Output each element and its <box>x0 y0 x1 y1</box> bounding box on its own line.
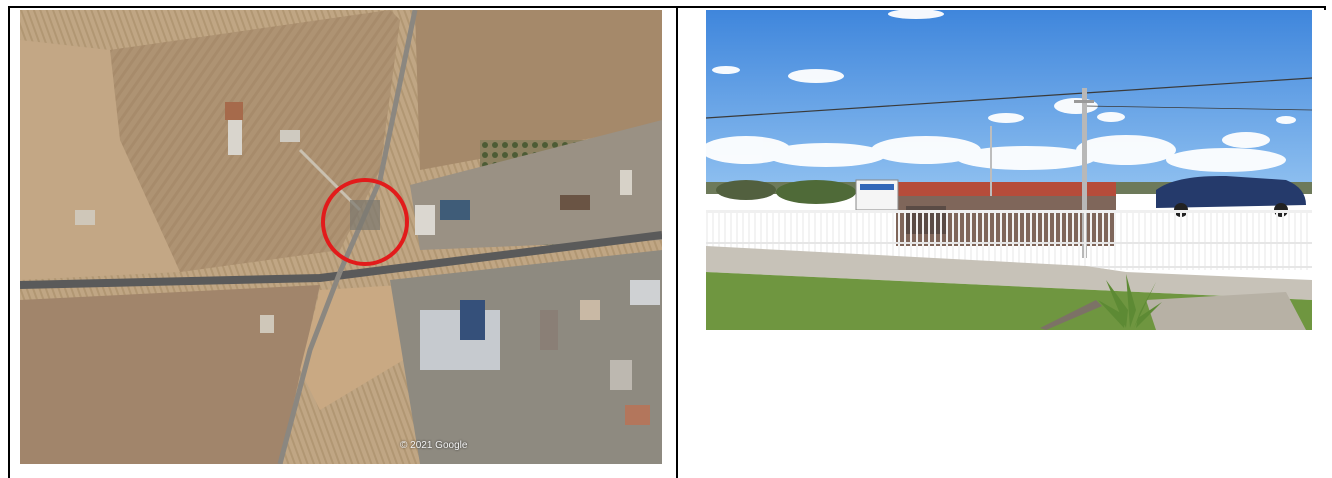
clouds <box>706 10 1296 172</box>
map-copyright: © 2021 Google <box>400 440 468 451</box>
secondary-road-north <box>337 10 418 273</box>
table-border-middle <box>676 6 678 478</box>
concrete-wall <box>706 246 1312 300</box>
power-line <box>706 77 1312 119</box>
table-border-top <box>8 6 1326 8</box>
field-northeast <box>415 10 662 170</box>
street-view-svg <box>706 10 1312 330</box>
highlight-circle <box>321 178 409 266</box>
aerial-map-image: © 2021 Google <box>20 10 662 464</box>
main-road <box>20 231 662 289</box>
utility-pole <box>1082 88 1087 258</box>
agave-plant <box>1098 274 1162 328</box>
street-view-image <box>706 10 1312 330</box>
industrial-area-east <box>410 120 662 250</box>
field-southwest <box>20 285 320 464</box>
field-west <box>20 40 180 280</box>
table-border-left <box>8 6 10 478</box>
field-south <box>300 285 420 410</box>
table-border-right <box>1324 6 1326 10</box>
secondary-road-south <box>277 271 343 464</box>
parked-car <box>1156 175 1306 208</box>
aerial-map-svg <box>20 10 662 464</box>
driveway-ramp <box>1146 292 1306 330</box>
